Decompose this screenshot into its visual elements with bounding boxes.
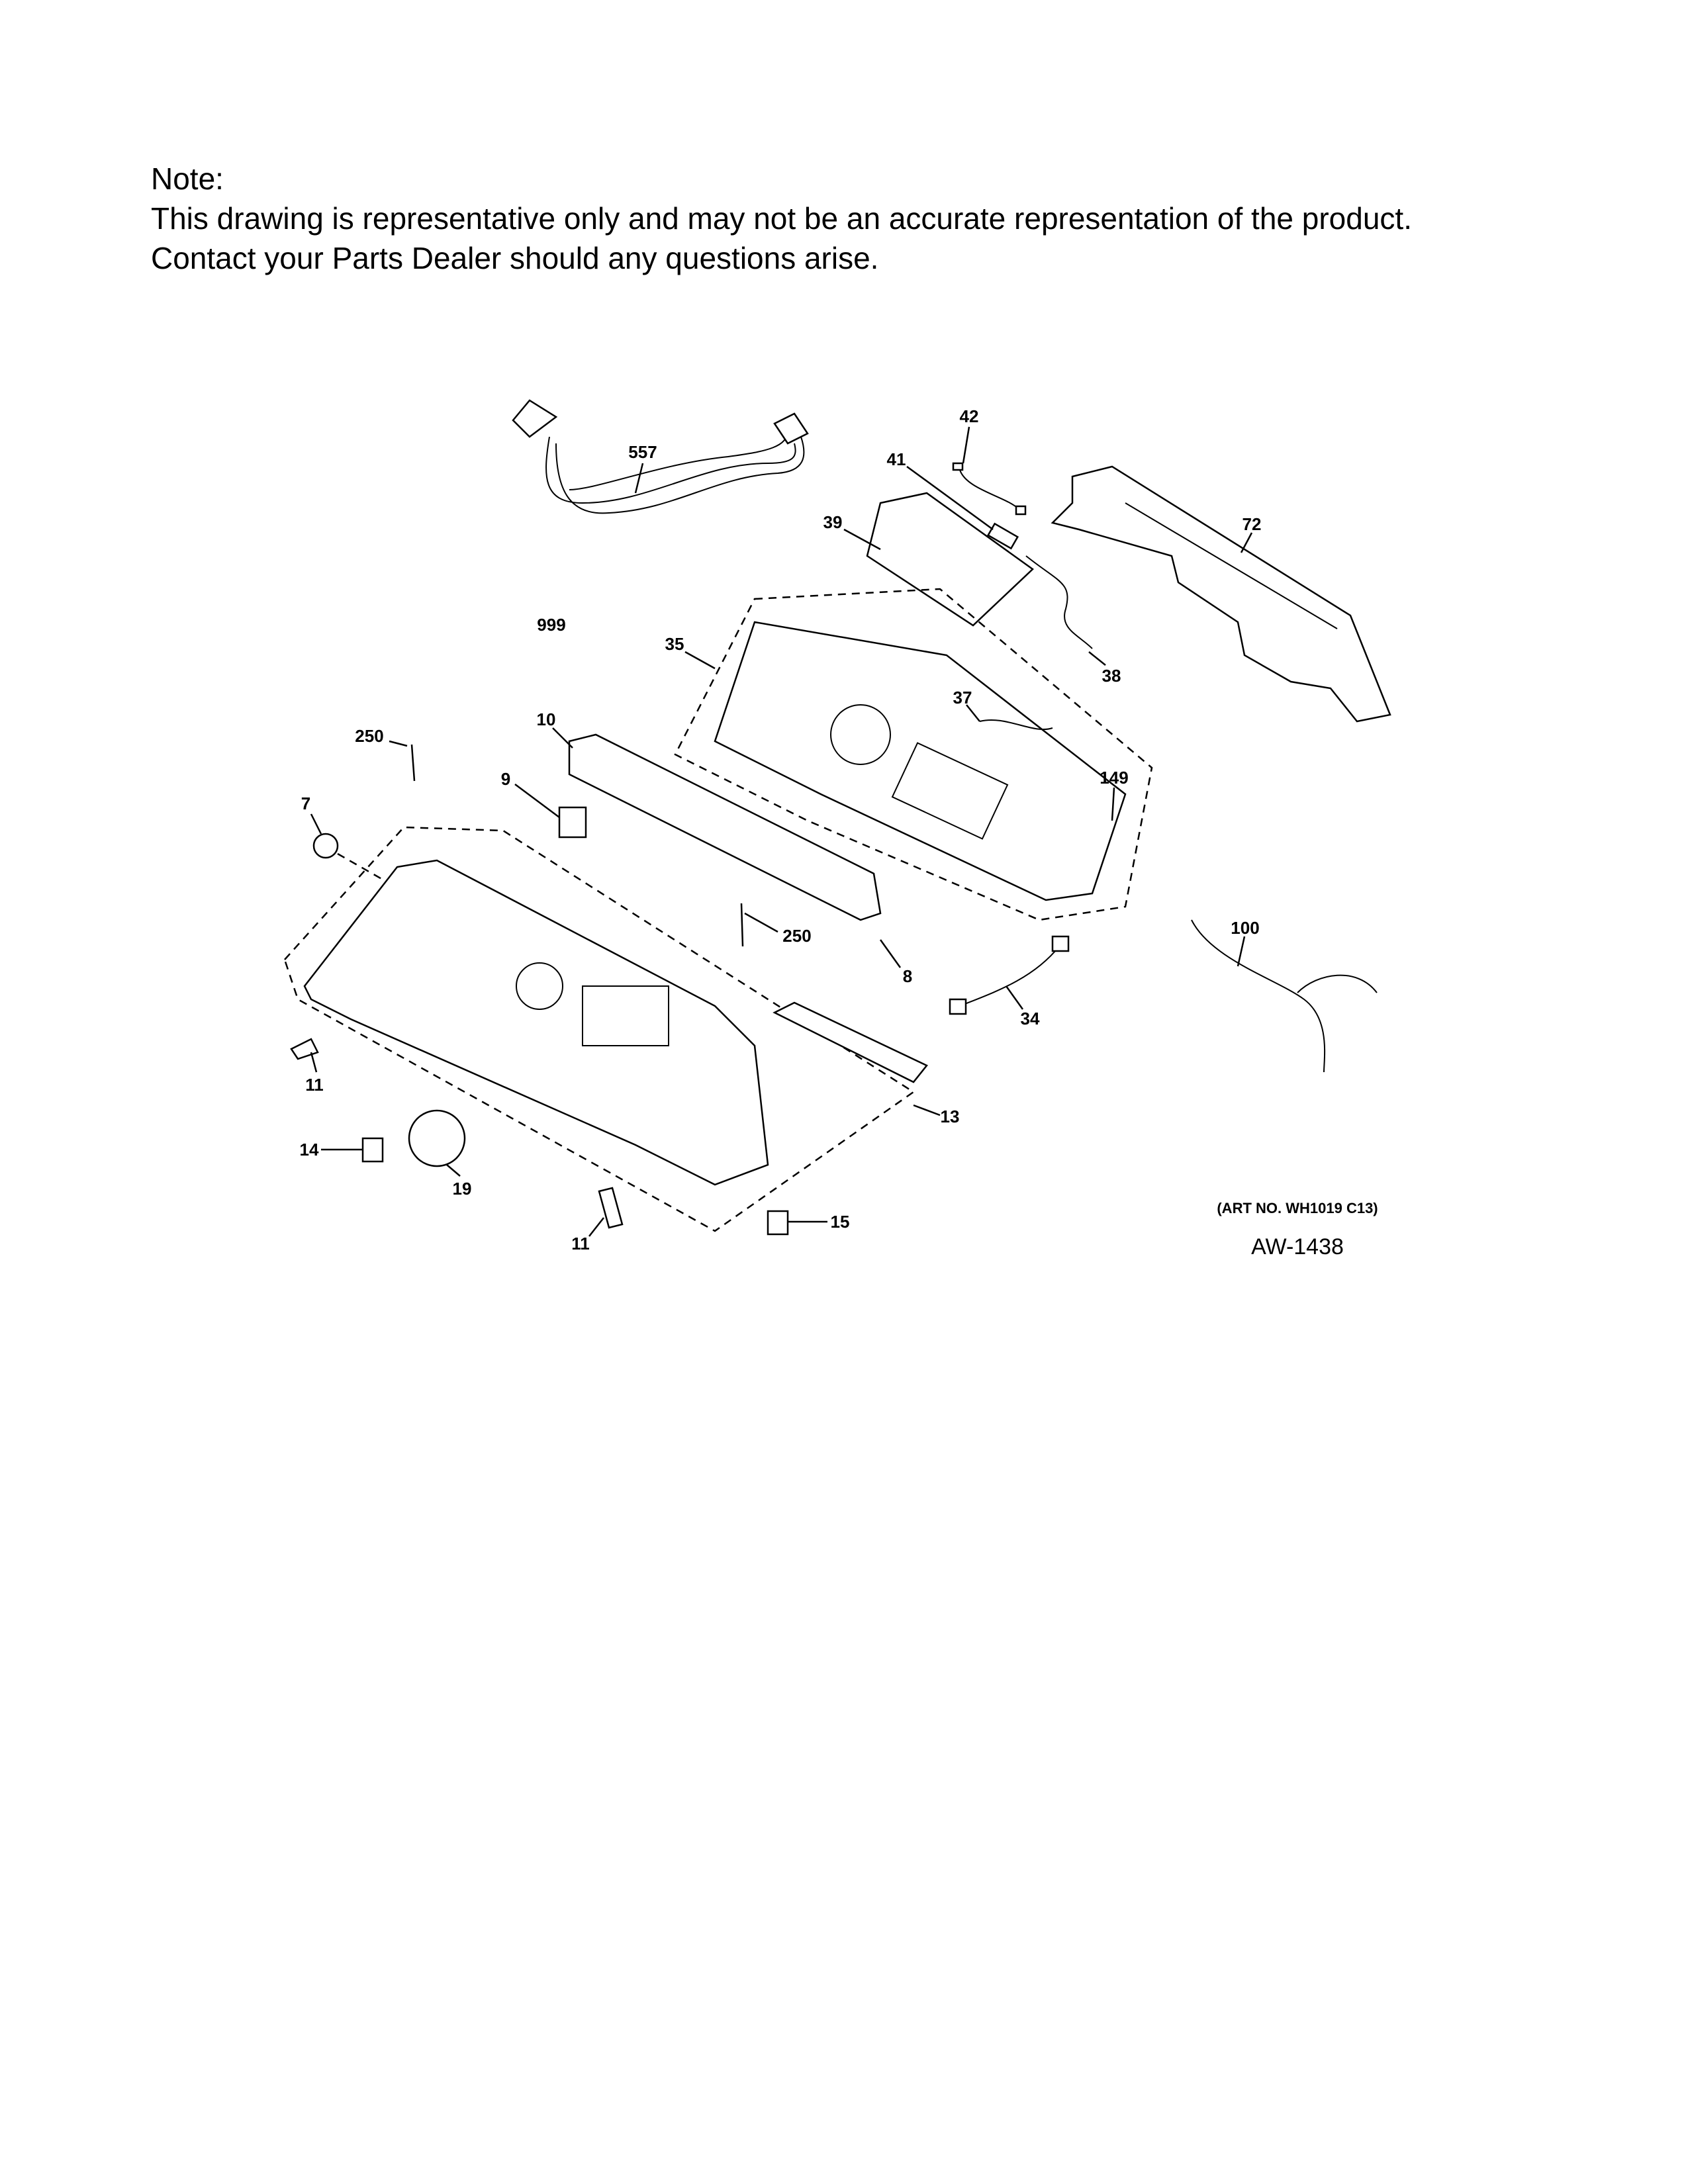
part-13-keypad xyxy=(773,1001,928,1083)
callout-39: 39 xyxy=(823,512,843,532)
part-13-control-panel xyxy=(303,859,769,1186)
part-100-harness xyxy=(1191,919,1378,1073)
callout-11-left: 11 xyxy=(305,1075,324,1095)
callout-557: 557 xyxy=(628,442,657,462)
callout-100: 100 xyxy=(1231,918,1259,938)
drawing-id: AW-1438 xyxy=(1251,1234,1344,1259)
part-250-screw-upper xyxy=(410,744,416,782)
disclaimer-note: Note: This drawing is representative onl… xyxy=(151,159,1412,278)
callout-35: 35 xyxy=(665,634,684,654)
callout-250-upper: 250 xyxy=(355,726,383,746)
note-line-2: Contact your Parts Dealer should any que… xyxy=(151,241,879,275)
callout-19: 19 xyxy=(453,1179,472,1199)
callout-11-right: 11 xyxy=(571,1234,590,1253)
part-11-trim-left xyxy=(290,1038,319,1060)
part-15-clip xyxy=(767,1210,789,1236)
callout-9: 9 xyxy=(501,769,510,789)
callout-41: 41 xyxy=(887,449,906,469)
part-42-wire xyxy=(952,462,1027,516)
part-11-trim-right xyxy=(598,1187,624,1229)
callout-34: 34 xyxy=(1021,1009,1040,1028)
callout-37: 37 xyxy=(953,688,972,707)
part-72-rear-bracket xyxy=(1051,465,1391,723)
callout-999: 999 xyxy=(537,615,565,635)
callout-38: 38 xyxy=(1102,666,1121,686)
callout-15: 15 xyxy=(831,1212,850,1232)
part-39-control-board xyxy=(866,492,1093,649)
note-heading: Note: xyxy=(151,161,224,196)
callout-7: 7 xyxy=(301,794,310,813)
callout-250-lower: 250 xyxy=(782,926,811,946)
part-250-screw-lower xyxy=(740,903,744,947)
part-34-harness xyxy=(959,946,1060,1007)
part-10-escutcheon-bracket xyxy=(558,733,882,921)
part-7-knob xyxy=(312,833,339,859)
part-35-ui-board xyxy=(714,621,1127,901)
callout-8: 8 xyxy=(903,966,912,986)
note-line-1: This drawing is representative only and … xyxy=(151,201,1412,236)
leader-lines xyxy=(310,426,1253,1237)
art-number: (ART NO. WH1019 C13) xyxy=(1217,1200,1378,1216)
callout-10: 10 xyxy=(537,709,556,729)
part-19-cap xyxy=(408,1109,466,1167)
callout-42: 42 xyxy=(960,406,979,426)
callout-14: 14 xyxy=(300,1140,319,1160)
callout-72: 72 xyxy=(1243,514,1262,534)
callout-149: 149 xyxy=(1100,768,1128,788)
part-557-power-cord xyxy=(512,399,809,514)
part-14-clip xyxy=(361,1137,384,1163)
callout-13: 13 xyxy=(941,1107,960,1126)
